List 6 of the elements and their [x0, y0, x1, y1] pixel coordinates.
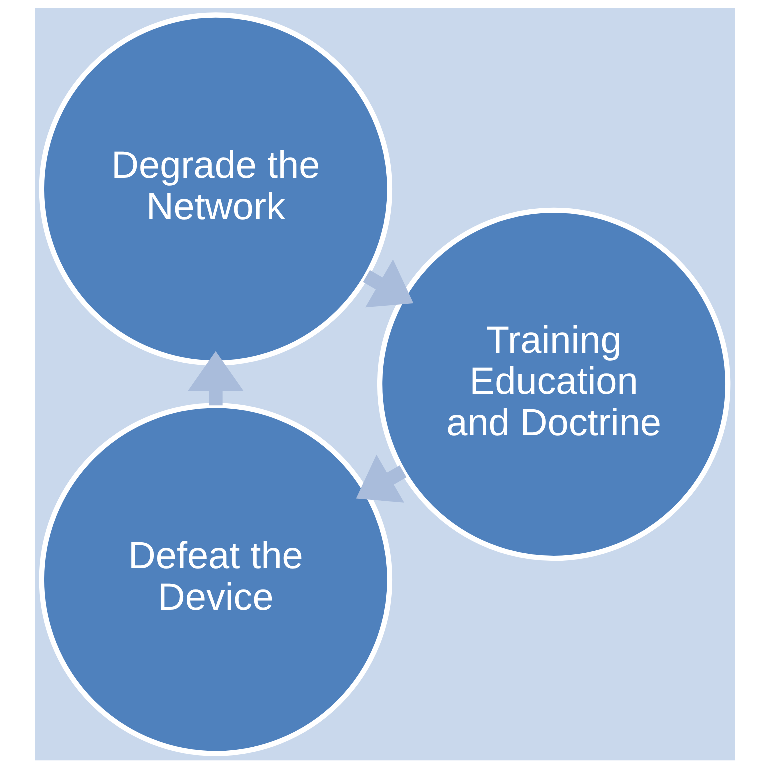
node-circle: Training Education and Doctrine [377, 208, 731, 562]
node-circle: Defeat the Device [39, 403, 393, 756]
arrow [356, 454, 407, 503]
node-circle: Degrade the Network [39, 12, 393, 366]
arrow [363, 260, 414, 308]
arrow [188, 351, 244, 406]
